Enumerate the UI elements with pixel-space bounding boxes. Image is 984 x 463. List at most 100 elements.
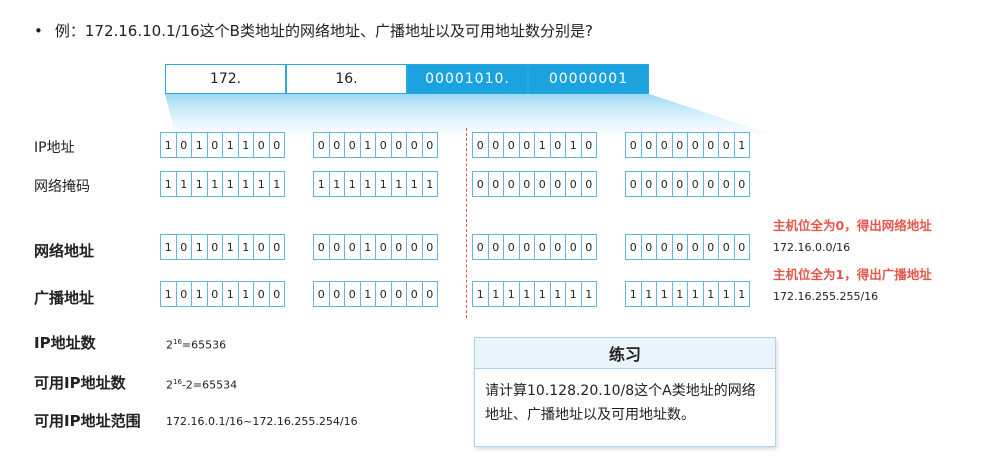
bit-cell: 0: [375, 132, 392, 158]
bit-cell: 1: [160, 171, 177, 197]
bit-cell: 1: [191, 132, 208, 158]
bullet: •: [34, 22, 43, 40]
bit-cell: 0: [640, 132, 657, 158]
bit-cell: 1: [237, 171, 254, 197]
bit-cell: 1: [487, 281, 504, 307]
usable-count-value: 216-2=65534: [166, 378, 237, 392]
bit-cell: 1: [359, 234, 376, 260]
bit-cell: 0: [733, 171, 750, 197]
bit-cell: 0: [253, 132, 270, 158]
bit-cell: 1: [671, 281, 688, 307]
bit-cell: 0: [718, 171, 735, 197]
bit-cell: 1: [191, 281, 208, 307]
bit-cell: 1: [222, 281, 239, 307]
bit-cell: 0: [421, 281, 438, 307]
usable-count-base: 2: [166, 378, 173, 392]
bit-cell: 0: [175, 281, 192, 307]
bit-cell: 1: [268, 171, 285, 197]
bit-cell: 1: [733, 281, 750, 307]
bit-cell: 1: [222, 234, 239, 260]
bit-cell: 1: [702, 281, 719, 307]
bit-cell: 1: [160, 234, 177, 260]
bit-cell: 0: [487, 171, 504, 197]
bit-cell: 1: [687, 281, 704, 307]
bit-cell: 1: [359, 171, 376, 197]
network-address-label: 网络地址: [34, 242, 95, 260]
bit-cell: 1: [313, 171, 330, 197]
bit-cell: 1: [565, 281, 582, 307]
bit-cell: 0: [328, 281, 345, 307]
bit-cell: 0: [344, 281, 361, 307]
bit-cell: 0: [206, 234, 223, 260]
bit-cell: 1: [733, 132, 750, 158]
bit-cell: 0: [206, 132, 223, 158]
bit-cell: 0: [549, 171, 566, 197]
bit-cell: 0: [687, 132, 704, 158]
exercise-title: 练习: [475, 338, 775, 369]
bit-cell: 0: [328, 132, 345, 158]
header-octet-4: 00000001: [528, 64, 649, 94]
network-host-divider: [466, 128, 467, 318]
bit-cell: 0: [472, 132, 489, 158]
bit-cell: 0: [625, 234, 642, 260]
bit-cell: 1: [472, 281, 489, 307]
bit-cell: 1: [518, 281, 535, 307]
subnet-mask-label: 网络掩码: [34, 179, 90, 195]
bit-cell: 0: [268, 234, 285, 260]
bit-cell: 0: [503, 171, 520, 197]
usable-range-value: 172.16.0.1/16~172.16.255.254/16: [166, 415, 358, 428]
bit-cell: 1: [375, 171, 392, 197]
bit-cell: 1: [640, 281, 657, 307]
exercise-body: 请计算10.128.20.10/8这个A类地址的网络地址、广播地址以及可用地址数…: [485, 383, 756, 423]
header-octet-3: 00001010.: [407, 64, 528, 94]
usable-count-label: 可用IP地址数: [34, 374, 126, 392]
bit-cell: 0: [718, 132, 735, 158]
broadcast-address-label: 广播地址: [34, 289, 95, 307]
bit-cell: 0: [671, 171, 688, 197]
bit-cell: 0: [580, 132, 597, 158]
broadcast-note: 主机位全为1，得出广播地址: [773, 267, 932, 282]
network-note: 主机位全为0，得出网络地址: [773, 218, 932, 233]
ip-address-label: IP地址: [34, 140, 75, 156]
bit-cell: 0: [733, 234, 750, 260]
bit-cell: 1: [549, 281, 566, 307]
bit-cell: 0: [518, 171, 535, 197]
bit-cell: 1: [359, 132, 376, 158]
bit-cell: 1: [390, 171, 407, 197]
bit-cell: 0: [580, 234, 597, 260]
bit-cell: 1: [206, 171, 223, 197]
bit-cell: 0: [406, 281, 423, 307]
exercise-box: 练习 请计算10.128.20.10/8这个A类地址的网络地址、广播地址以及可用…: [474, 337, 776, 447]
bit-cell: 1: [191, 171, 208, 197]
network-result: 172.16.0.0/16: [773, 241, 851, 254]
bit-cell: 0: [503, 234, 520, 260]
bit-cell: 0: [549, 132, 566, 158]
bit-cell: 1: [191, 234, 208, 260]
bit-cell: 0: [671, 234, 688, 260]
bit-cell: 0: [390, 281, 407, 307]
bit-cell: 1: [344, 171, 361, 197]
ip-count-label: IP地址数: [34, 334, 96, 352]
bit-cell: 0: [375, 281, 392, 307]
bit-cell: 0: [518, 132, 535, 158]
bit-cell: 0: [344, 234, 361, 260]
bit-cell: 0: [344, 132, 361, 158]
usable-count-exp: 16: [173, 378, 182, 386]
bit-cell: 1: [237, 234, 254, 260]
bit-cell: 0: [390, 234, 407, 260]
bit-cell: 1: [421, 171, 438, 197]
bit-cell: 1: [580, 281, 597, 307]
bit-cell: 0: [421, 234, 438, 260]
